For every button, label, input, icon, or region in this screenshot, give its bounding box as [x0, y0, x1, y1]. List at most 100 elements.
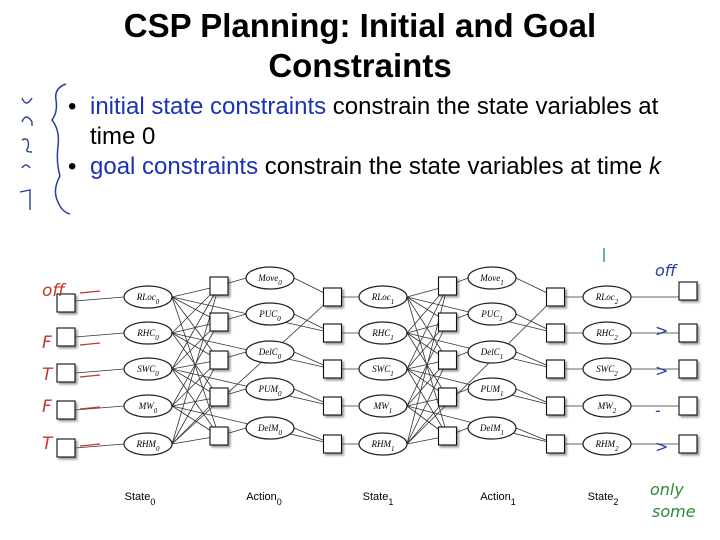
initial-value-annotation: F [42, 333, 52, 353]
action-node [467, 340, 517, 364]
state-node [358, 321, 408, 345]
note-annotation: some [652, 502, 696, 521]
state-node [582, 357, 632, 381]
action-node [245, 377, 295, 401]
value-dash [79, 342, 101, 346]
goal-constraint-box [678, 281, 698, 301]
constraint-edge [171, 296, 220, 361]
effect-box [545, 434, 566, 454]
column-label: State2 [588, 491, 619, 507]
goal-value-annotation: > [655, 361, 668, 380]
bullet-text: constrain the state variables at time [258, 153, 649, 180]
action-node [245, 340, 295, 364]
action-node [245, 266, 295, 290]
state-node [358, 394, 408, 418]
state-node [582, 321, 632, 345]
column-label: State0 [125, 491, 156, 507]
constraint-edge [171, 285, 220, 370]
initial-value-annotation: off [42, 281, 66, 301]
constraint-edge [406, 296, 448, 361]
goal-value-annotation: off [655, 261, 679, 280]
bullet-text: constrain the state variables at time 0 [90, 93, 659, 150]
effect-box [545, 359, 566, 379]
constraint-edge [74, 443, 125, 449]
value-dash [79, 374, 101, 378]
constraint-edge [74, 405, 125, 411]
initial-constraint-box [56, 400, 76, 420]
state-node [358, 285, 408, 309]
initial-value-annotation: T [42, 365, 54, 385]
precondition-box [437, 312, 458, 332]
constraint-box-layer [56, 276, 698, 458]
bullet-variable: k [648, 153, 661, 180]
effect-box [545, 396, 566, 416]
constraint-edge [74, 368, 125, 374]
constraint-edge [171, 285, 220, 445]
initial-constraint-box [56, 293, 76, 313]
value-dash [79, 406, 101, 410]
bullet-highlight: goal constraints [90, 153, 259, 180]
initial-constraint-box [56, 438, 76, 458]
precondition-box [437, 276, 458, 296]
bullet-dot: • [68, 93, 77, 120]
goal-constraint-box [678, 434, 698, 454]
state-node [123, 321, 173, 345]
precondition-box [209, 426, 229, 446]
bullet-list: • initial state constraints constrain th… [68, 92, 708, 182]
constraint-edge [406, 285, 448, 445]
effect-box [322, 396, 343, 416]
bullet-dot: • [68, 153, 77, 180]
effect-box [322, 434, 343, 454]
effect-box [322, 287, 343, 307]
effect-box [545, 323, 566, 343]
note-annotation: only [650, 480, 684, 499]
state-node [123, 432, 173, 456]
column-label: Action1 [480, 491, 516, 507]
initial-constraint-box [56, 327, 76, 347]
brace-scribble [51, 83, 71, 215]
node-layer: RLoc0RHC0SWC0MW0RHM0RLoc1RHC1SWC1MW1RHM1… [123, 266, 632, 456]
column-label: Action0 [246, 491, 282, 507]
constraint-edge [171, 296, 220, 437]
initial-constraint-box [56, 363, 76, 383]
constraint-edge [171, 296, 333, 445]
margin-scribble [19, 97, 33, 210]
action-node [467, 416, 517, 440]
value-dash [79, 290, 101, 294]
state-node [123, 285, 173, 309]
precondition-box [437, 387, 458, 407]
value-dash [79, 443, 101, 447]
constraint-edge [406, 359, 448, 445]
initial-value-annotation: T [42, 434, 54, 454]
effect-box [545, 287, 566, 307]
state-node [123, 357, 173, 381]
effect-box [322, 323, 343, 343]
constraint-edge [406, 296, 556, 445]
goal-constraint-box [678, 396, 698, 416]
effect-box [322, 359, 343, 379]
action-node [467, 302, 517, 326]
action-node [245, 302, 295, 326]
precondition-box [209, 350, 229, 370]
goal-value-annotation: > [655, 321, 668, 340]
bullet-item: • initial state constraints constrain th… [68, 92, 708, 152]
state-node [358, 432, 408, 456]
bullet-item: • goal constraints constrain the state v… [68, 152, 708, 182]
precondition-box [437, 350, 458, 370]
goal-constraint-box [678, 359, 698, 379]
precondition-box [209, 312, 229, 332]
constraint-edge [406, 285, 448, 370]
slide-title: CSP Planning: Initial and Goal Constrain… [123, 7, 597, 84]
state-node [582, 394, 632, 418]
precondition-box [209, 276, 229, 296]
goal-value-annotation: > [655, 437, 668, 456]
goal-constraint-box [678, 323, 698, 343]
goal-value-annotation: - [655, 401, 661, 420]
state-node [123, 394, 173, 418]
bullet-highlight: initial state constraints [90, 93, 327, 120]
precondition-box [437, 426, 458, 446]
